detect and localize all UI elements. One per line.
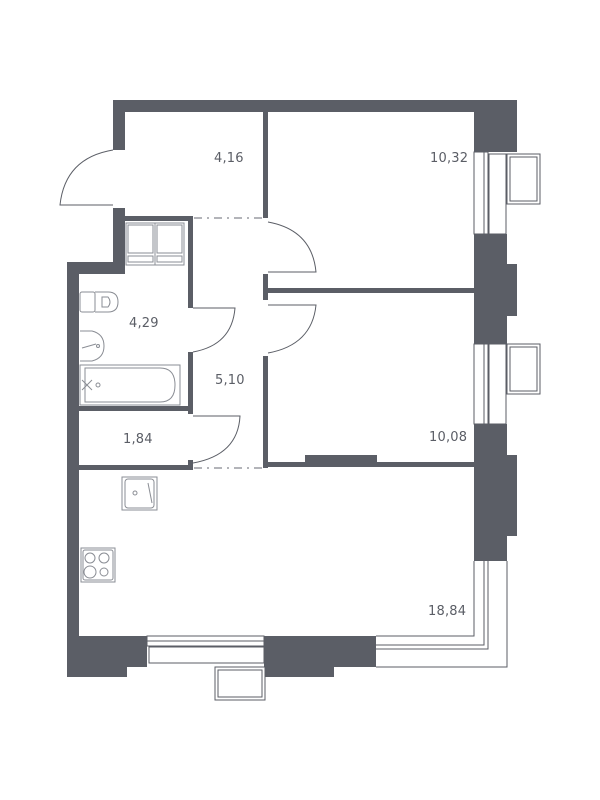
room-area-kitchen-living: 18,84 (428, 604, 467, 619)
stove-icon (80, 547, 116, 583)
wc-door (192, 415, 241, 464)
entrance-door (59, 149, 114, 206)
fixtures (79, 222, 185, 583)
room-area-bedroom-1: 10,32 (430, 151, 469, 166)
laundry-units-icon (125, 222, 185, 266)
bathroom-door (192, 307, 236, 353)
toilet-icon (79, 291, 119, 313)
room-area-bathroom: 4,29 (129, 316, 159, 331)
windows (146, 151, 541, 701)
doors (59, 149, 317, 464)
inner-walls (79, 110, 474, 470)
sink-icon (80, 330, 105, 362)
room-area-corridor: 5,10 (215, 373, 245, 388)
room-area-hall: 4,16 (214, 151, 244, 166)
kitchen-sink-icon (121, 476, 158, 511)
room-area-bedroom-2: 10,08 (429, 430, 468, 445)
bedroom1-door (267, 221, 317, 273)
outer-walls (67, 100, 517, 677)
bedroom2-door (267, 304, 317, 354)
bathtub-icon (79, 364, 181, 406)
room-area-wc-storage: 1,84 (123, 432, 153, 447)
